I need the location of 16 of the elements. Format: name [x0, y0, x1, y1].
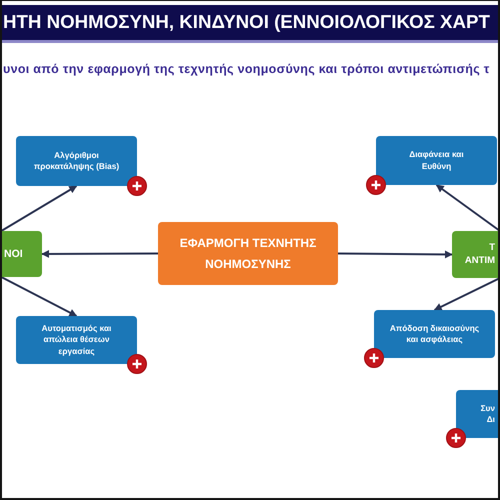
node-label: ΕΦΑΡΜΟΓΗ ΤΕΧΝΗΤΗΣ ΝΟΗΜΟΣΥΝΗΣ [178, 235, 318, 272]
arrow [2, 276, 78, 317]
diagram-title: ΗΤΗ ΝΟΗΜΟΣΥΝΗ, ΚΙΝΔΥΝΟΙ (ΕΝΝΟΙΟΛΟΓΙΚΟΣ ΧΑΡΤ [3, 11, 490, 33]
arrow [338, 250, 453, 258]
subtitle: υνοι από την εφαρμογή της τεχνητής νοημοσύνης και τρόποι αντιμετώπισής τ [3, 62, 490, 76]
node-label: Απόδοση δικαιοσύνης και ασφάλειας [388, 322, 480, 346]
arrow [41, 250, 158, 258]
central-box [158, 222, 338, 285]
node-label: Αυτοματισμός και απώλεια θέσεων εργασίας [40, 323, 112, 357]
category-box [452, 231, 498, 278]
node-label: ΝΟΙ [4, 246, 23, 262]
node-label: Συν Δι [480, 402, 495, 426]
category-box [2, 231, 42, 277]
node-label: Διαφάνεια και Ευθύνη [408, 149, 465, 172]
node-label: Αλγόριθμοι προκατάληψης (Bias) [32, 150, 120, 172]
node-label: Τ ΑΝΤΙΜ [464, 242, 495, 268]
